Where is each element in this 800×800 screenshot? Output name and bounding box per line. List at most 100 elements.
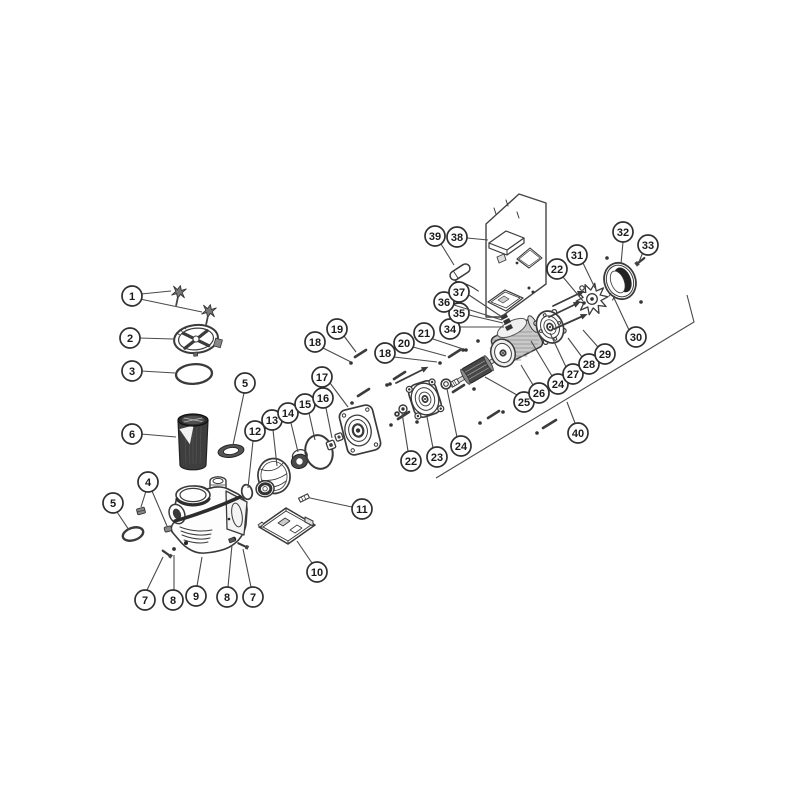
callout-circle	[528, 382, 550, 404]
callout-leader-line	[582, 262, 596, 289]
callout-circle	[567, 422, 589, 444]
through-bolt-arrow	[395, 368, 425, 384]
arrowhead-icon	[579, 313, 588, 320]
cover-screw	[634, 256, 646, 267]
washer	[172, 547, 176, 551]
callout-circle	[562, 363, 584, 385]
callout-number: 1	[129, 291, 135, 303]
callout-number: 33	[642, 240, 654, 252]
screw-tip-dot	[464, 348, 468, 352]
callout-number: 17	[316, 372, 328, 384]
callout-5: 5	[234, 372, 256, 394]
callout-leader-line	[146, 556, 164, 591]
callout-number: 7	[250, 592, 256, 604]
callout-leader-line	[329, 382, 349, 408]
callout-number: 24	[455, 441, 468, 453]
callout-7: 7	[242, 586, 264, 608]
callout-39: 39	[424, 225, 446, 247]
callout-circle	[446, 226, 468, 248]
screw-tip-dot	[478, 421, 482, 425]
callout-circle	[312, 387, 334, 409]
callout-leader-line	[549, 332, 567, 368]
mounting-bracket	[405, 378, 445, 420]
callout-leader-line	[322, 347, 352, 363]
screw-rod	[392, 370, 407, 381]
callout-leader-line	[401, 412, 409, 452]
callout-number: 22	[405, 456, 417, 468]
callout-circle	[400, 450, 422, 472]
callout-29: 29	[594, 343, 616, 365]
callout-37: 37	[448, 281, 470, 303]
callout-leader-line	[468, 294, 503, 318]
callout-30: 30	[625, 326, 647, 348]
callout-circle	[546, 258, 568, 280]
washer	[228, 536, 236, 544]
impeller	[255, 457, 291, 498]
callout-number: 18	[309, 337, 321, 349]
callout-leader-line	[140, 290, 172, 295]
callout-number: 5	[110, 498, 116, 510]
callout-number: 25	[518, 397, 530, 409]
callout-leader-line	[567, 337, 583, 358]
screw-tip-dot	[605, 256, 609, 260]
motor-fan	[575, 282, 609, 316]
callout-number: 16	[317, 393, 329, 405]
callout-number: 15	[299, 399, 311, 411]
callout-circle	[637, 234, 659, 256]
through-bolt-arrow	[552, 292, 581, 307]
callout-leader-line	[562, 276, 584, 302]
screw-tip-dot	[582, 301, 586, 305]
callout-38: 38	[446, 226, 468, 248]
callout-circle	[121, 285, 143, 307]
callout-number: 3	[129, 366, 135, 378]
callout-17: 17	[311, 366, 333, 388]
callout-circle	[393, 332, 415, 354]
callout-21: 21	[413, 322, 435, 344]
callout-2: 2	[119, 327, 141, 349]
callout-15: 15	[294, 393, 316, 415]
callout-circle	[326, 318, 348, 340]
seal-seat	[325, 439, 337, 451]
screw-tip-dot	[415, 420, 419, 424]
callout-leader-line	[343, 335, 357, 353]
callout-18: 18	[304, 331, 326, 353]
mount-nut	[394, 404, 408, 417]
strainer-lid	[173, 323, 223, 357]
callout-number: 9	[193, 591, 199, 603]
callout-leader-line	[232, 392, 245, 446]
small-oring	[240, 483, 254, 501]
callout-33: 33	[637, 234, 659, 256]
callout-circle	[234, 372, 256, 394]
callout-circle	[566, 244, 588, 266]
callout-number: 38	[451, 232, 463, 244]
through-bolt-arrow	[548, 303, 577, 318]
callout-leader-line	[151, 490, 168, 527]
fan-cover	[603, 261, 637, 301]
screw-tip-dot	[350, 401, 354, 405]
callout-leader-line	[620, 241, 624, 265]
drain-plug	[136, 506, 146, 516]
callout-4: 4	[137, 471, 159, 493]
callout-36: 36	[433, 291, 455, 313]
dowel-pin	[297, 493, 311, 503]
screw-tip-dot	[501, 410, 505, 414]
callout-number: 35	[453, 308, 465, 320]
screw-tip-dot	[472, 387, 476, 391]
assembly-bracket-line	[435, 294, 695, 479]
callout-23: 23	[426, 446, 448, 468]
terminal-parts	[500, 313, 513, 331]
callout-leader-line	[140, 433, 177, 438]
callout-number: 7	[142, 595, 148, 607]
arrowhead-icon	[576, 290, 585, 297]
callout-number: 13	[266, 415, 278, 427]
callout-number: 24	[552, 379, 565, 391]
assembly-bracket-line-40	[435, 294, 695, 479]
callout-circle	[311, 366, 333, 388]
callout-number: 36	[438, 297, 450, 309]
callout-leader-line	[613, 297, 630, 331]
callout-leader-line	[440, 243, 455, 266]
callout-leader-line	[484, 376, 518, 396]
screw-tip-dot	[438, 361, 442, 365]
screw-rod	[353, 348, 368, 359]
